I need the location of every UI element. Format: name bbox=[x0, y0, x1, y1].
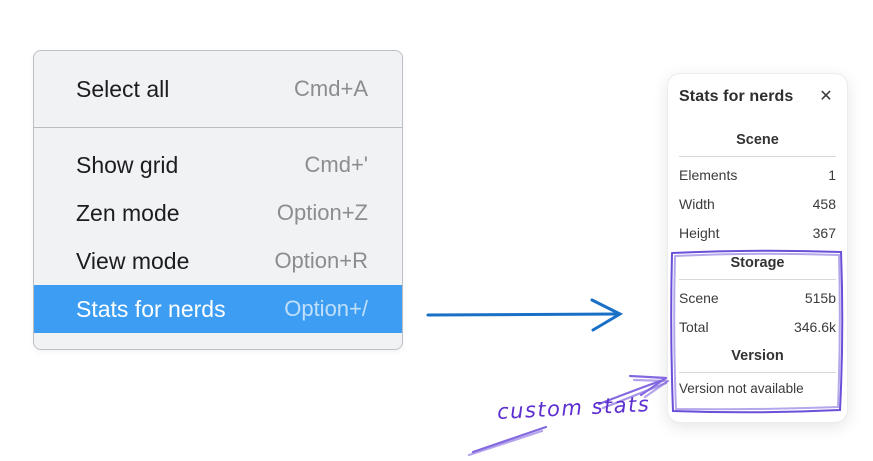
menu-item-stats-for-nerds[interactable]: Stats for nerds Option+/ bbox=[34, 285, 402, 333]
menu-item-view-mode[interactable]: View mode Option+R bbox=[34, 237, 402, 285]
stat-label: Elements bbox=[679, 166, 738, 183]
context-menu: Select all Cmd+A Show grid Cmd+' Zen mod… bbox=[33, 50, 403, 350]
stats-section-version: Version Version not available bbox=[679, 348, 836, 397]
menu-item-shortcut: Option+Z bbox=[276, 200, 368, 225]
menu-item-zen-mode[interactable]: Zen mode Option+Z bbox=[34, 189, 402, 237]
stat-label: Scene bbox=[679, 289, 719, 306]
section-divider bbox=[679, 279, 836, 280]
stat-row-height: Height 367 bbox=[679, 218, 836, 247]
menu-section: Show grid Cmd+' Zen mode Option+Z View m… bbox=[34, 128, 402, 349]
stats-panel-title: Stats for nerds bbox=[679, 88, 794, 105]
stats-panel: Stats for nerds ✕ Scene Elements 1 Width… bbox=[667, 73, 848, 423]
menu-item-shortcut: Option+R bbox=[274, 248, 368, 273]
stats-panel-header: Stats for nerds ✕ bbox=[679, 86, 836, 108]
stat-label: Height bbox=[679, 224, 720, 241]
menu-item-show-grid[interactable]: Show grid Cmd+' bbox=[34, 141, 402, 189]
close-icon[interactable]: ✕ bbox=[816, 87, 836, 107]
section-divider bbox=[679, 156, 836, 157]
section-heading: Storage bbox=[730, 255, 785, 271]
menu-item-shortcut: Cmd+' bbox=[304, 152, 369, 177]
stat-value: 458 bbox=[812, 195, 836, 212]
menu-item-shortcut: Option+/ bbox=[284, 296, 368, 321]
menu-divider bbox=[34, 127, 402, 128]
menu-item-label: Show grid bbox=[76, 151, 179, 178]
custom-stats-annotation: custom stats bbox=[496, 392, 651, 424]
stat-row-scene-size: Scene 515b bbox=[679, 283, 836, 312]
stat-value: 1 bbox=[828, 166, 836, 183]
section-heading: Version bbox=[731, 348, 784, 364]
version-note: Version not available bbox=[679, 381, 804, 396]
flow-arrow bbox=[426, 298, 624, 332]
stat-label: Width bbox=[679, 195, 715, 212]
stat-row-elements: Elements 1 bbox=[679, 160, 836, 189]
menu-item-label: Zen mode bbox=[76, 199, 180, 226]
stat-row-width: Width 458 bbox=[679, 189, 836, 218]
stat-row-total-size: Total 346.6k bbox=[679, 312, 836, 341]
stats-section-scene: Scene Elements 1 Width 458 Height 367 bbox=[679, 132, 836, 247]
menu-item-label: View mode bbox=[76, 247, 190, 274]
menu-item-select-all[interactable]: Select all Cmd+A bbox=[34, 51, 402, 127]
stat-value: 367 bbox=[812, 224, 836, 241]
stat-value: 515b bbox=[804, 289, 836, 306]
stat-value: 346.6k bbox=[793, 318, 836, 335]
menu-item-shortcut: Cmd+A bbox=[294, 76, 368, 101]
stat-label: Total bbox=[679, 318, 709, 335]
menu-item-label: Stats for nerds bbox=[76, 295, 226, 322]
section-heading: Scene bbox=[736, 132, 779, 148]
stats-section-storage: Storage Scene 515b Total 346.6k bbox=[679, 255, 836, 341]
menu-item-label: Select all bbox=[76, 75, 170, 102]
